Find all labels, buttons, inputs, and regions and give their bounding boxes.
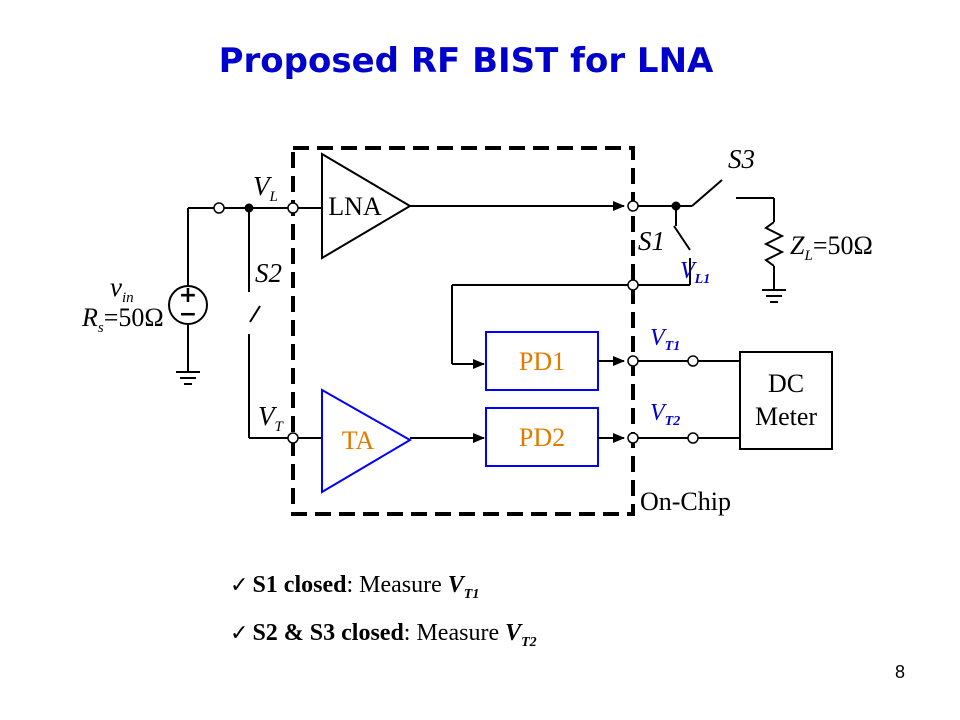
load-ground-icon <box>762 289 786 303</box>
dc-meter-line1: DC <box>768 369 804 398</box>
dc-meter <box>739 351 833 450</box>
s1-label: S1 <box>638 226 665 256</box>
vl-label: VL <box>253 171 278 205</box>
rs-label: Rs=50Ω <box>81 303 164 336</box>
source-terminal <box>213 202 225 214</box>
source-plus: + <box>179 283 197 308</box>
zl-label: ZL=50Ω <box>790 231 873 264</box>
meter-wires <box>638 360 740 439</box>
source-wiring <box>187 207 322 439</box>
on-chip-label: On-Chip <box>640 487 731 516</box>
lna-amplifier <box>321 152 412 260</box>
page-number: 8 <box>895 662 905 682</box>
bullet-item: ✓S2 & S3 closed: Measure VT2 <box>230 620 537 650</box>
s3-label: S3 <box>728 144 755 174</box>
vt2-label: VT2 <box>650 400 680 429</box>
bullet-list: ✓S1 closed: Measure VT1 ✓S2 & S3 closed:… <box>230 572 537 650</box>
lna-label: LNA <box>328 192 382 221</box>
meter-terminal-2 <box>687 432 699 444</box>
vl1-pin <box>627 279 639 291</box>
page-title: Proposed RF BIST for LNA <box>219 41 714 81</box>
ta-label: TA <box>342 426 375 455</box>
vt2-pin <box>627 432 639 444</box>
voltage-source-icon <box>168 285 208 325</box>
output-switch-wiring <box>638 179 785 290</box>
source-minus: − <box>179 302 197 327</box>
vt1-pin <box>627 355 639 367</box>
meter-terminal-1 <box>687 355 699 367</box>
bullet-item: ✓S1 closed: Measure VT1 <box>230 572 479 602</box>
vl1-label: VL1 <box>680 258 710 287</box>
vt-label: VT <box>258 401 285 435</box>
vl-pin <box>287 202 299 214</box>
pd2-label: PD2 <box>519 423 565 452</box>
pd1-input-wire <box>451 284 633 364</box>
source-ground-icon <box>176 371 200 385</box>
dc-meter-line2: Meter <box>755 402 817 431</box>
pd1-label: PD1 <box>519 347 565 376</box>
on-chip-boundary <box>291 146 635 516</box>
input-node-dot <box>244 203 254 213</box>
lna-out-pin <box>627 200 639 212</box>
s2-label: S2 <box>255 258 282 288</box>
vin-label: vin <box>110 272 134 306</box>
ta-amplifier <box>321 388 412 494</box>
output-node-dot <box>671 201 681 211</box>
vt1-label: VT1 <box>650 325 680 354</box>
vt-pin <box>287 432 299 444</box>
